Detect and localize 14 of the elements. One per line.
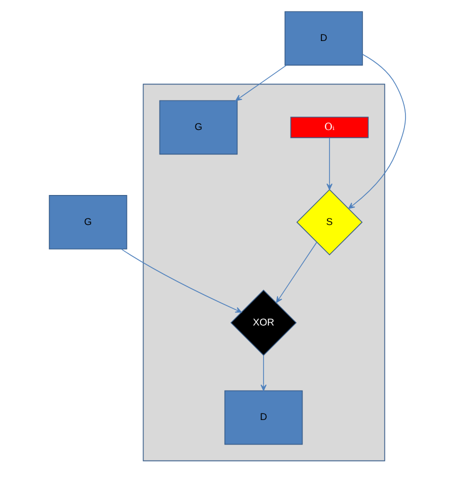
cluster xyxy=(142,84,385,462)
arrow xyxy=(234,64,286,101)
node-box: G xyxy=(158,100,238,155)
arrow xyxy=(348,54,406,209)
arrow xyxy=(326,137,332,190)
arrow xyxy=(120,248,242,313)
node-box: G xyxy=(48,195,127,250)
node-box: Oᵢ xyxy=(290,116,368,138)
node-box: D xyxy=(224,390,302,445)
node-box: D xyxy=(284,11,362,66)
node-diamond: XOR xyxy=(230,290,296,356)
arrow xyxy=(276,242,317,303)
arrow xyxy=(260,354,266,392)
node-diamond: S xyxy=(296,189,362,256)
